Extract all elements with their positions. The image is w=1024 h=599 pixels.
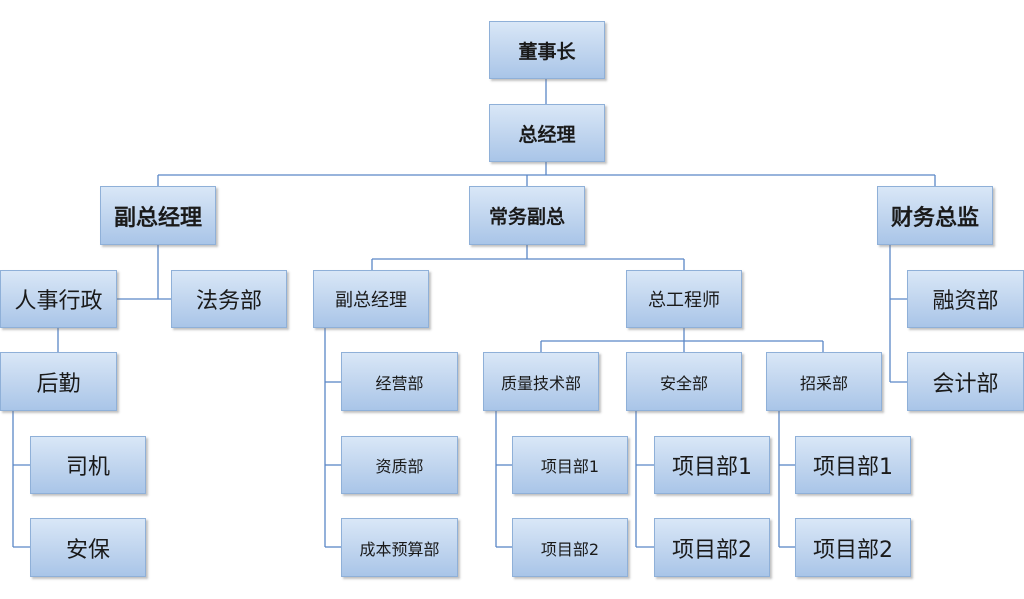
node-safety-project1: 项目部1 — [654, 436, 770, 494]
node-hr-admin: 人事行政 — [0, 270, 117, 328]
node-procure-project1: 项目部1 — [795, 436, 911, 494]
node-deputy-gm-center: 副总经理 — [313, 270, 429, 328]
node-safety-project2: 项目部2 — [654, 518, 770, 577]
node-chairman: 董事长 — [489, 21, 605, 79]
node-accounting-dept: 会计部 — [907, 352, 1024, 411]
node-quality-project1: 项目部1 — [512, 436, 628, 494]
node-safety-dept: 安全部 — [626, 352, 742, 411]
node-security: 安保 — [30, 518, 146, 577]
node-legal: 法务部 — [171, 270, 287, 328]
node-quality-project2: 项目部2 — [512, 518, 628, 577]
node-procure-project2: 项目部2 — [795, 518, 911, 577]
node-business-dept: 经营部 — [341, 352, 458, 411]
node-driver: 司机 — [30, 436, 146, 494]
node-deputy-gm-left: 副总经理 — [100, 186, 216, 245]
node-logistics: 后勤 — [0, 352, 117, 411]
node-general-manager: 总经理 — [489, 104, 605, 162]
node-financing-dept: 融资部 — [907, 270, 1024, 328]
node-cost-budget-dept: 成本预算部 — [341, 518, 458, 577]
node-procurement-dept: 招采部 — [766, 352, 882, 411]
node-executive-deputy: 常务副总 — [469, 186, 585, 245]
node-qualification-dept: 资质部 — [341, 436, 458, 494]
node-finance-director: 财务总监 — [877, 186, 993, 245]
node-chief-engineer: 总工程师 — [626, 270, 742, 328]
node-quality-tech-dept: 质量技术部 — [483, 352, 599, 411]
